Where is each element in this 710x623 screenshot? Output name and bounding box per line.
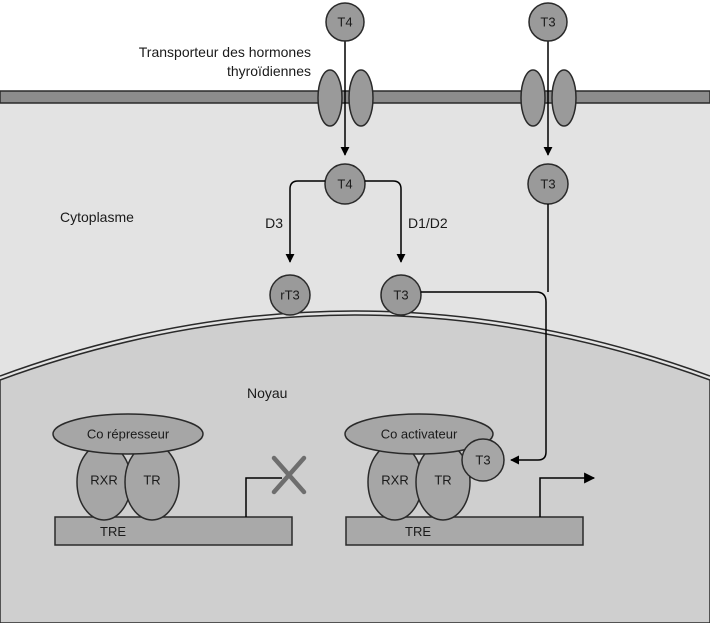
svg-text:T4: T4 bbox=[337, 177, 352, 192]
transporter-label-line2: thyroïdiennes bbox=[227, 63, 311, 79]
arrow-t3-to-nucleus bbox=[421, 291, 547, 465]
svg-text:rT3: rT3 bbox=[280, 288, 300, 303]
nucleus-region bbox=[0, 314, 710, 623]
molecule-t3-bound bbox=[461, 438, 505, 482]
transporter-label-line1: Transporteur des hormones bbox=[139, 44, 311, 60]
label-d3: D3 bbox=[265, 215, 283, 231]
svg-text:T3: T3 bbox=[475, 453, 490, 468]
transcription-start-active bbox=[539, 472, 596, 517]
molecule-t3-cytoplasm: T3 bbox=[527, 163, 569, 205]
molecule-t3-outside: T3 bbox=[528, 2, 568, 42]
complex-repressor: TRE RXR TR Co répresseur bbox=[52, 413, 307, 546]
transcription-start-blocked bbox=[245, 477, 282, 517]
corepressor bbox=[52, 413, 204, 455]
transporter-right bbox=[520, 69, 577, 127]
molecule-t3-converted: T3 bbox=[380, 274, 422, 316]
svg-text:RXR: RXR bbox=[90, 473, 117, 488]
tre-bar-left bbox=[54, 516, 293, 546]
label-cytoplasm: Cytoplasme bbox=[60, 209, 134, 225]
blocked-x-icon bbox=[271, 455, 307, 495]
svg-text:Co activateur: Co activateur bbox=[381, 427, 458, 442]
svg-text:T3: T3 bbox=[393, 288, 408, 303]
tre-label-right: TRE bbox=[405, 524, 431, 539]
arrow-d3 bbox=[285, 180, 325, 263]
svg-text:TR: TR bbox=[434, 473, 451, 488]
svg-text:Co répresseur: Co répresseur bbox=[87, 427, 170, 442]
svg-text:T3: T3 bbox=[540, 15, 555, 30]
label-nucleus: Noyau bbox=[247, 385, 287, 401]
molecule-t4-outside: T4 bbox=[325, 2, 365, 42]
molecule-t4-cytoplasm: T4 bbox=[324, 163, 366, 205]
transporter-left bbox=[317, 69, 374, 127]
nuclear-envelope bbox=[0, 310, 710, 377]
svg-text:T3: T3 bbox=[540, 177, 555, 192]
tre-label-left: TRE bbox=[100, 524, 126, 539]
tre-bar-right bbox=[345, 516, 584, 546]
complex-activator: TRE RXR TR Co activateur T3 bbox=[344, 413, 596, 546]
molecule-rt3: rT3 bbox=[269, 274, 311, 316]
coactivator bbox=[344, 413, 494, 455]
svg-text:TR: TR bbox=[143, 473, 160, 488]
svg-text:T4: T4 bbox=[337, 15, 352, 30]
arrow-d1d2 bbox=[365, 180, 406, 263]
svg-text:RXR: RXR bbox=[381, 473, 408, 488]
label-d1d2: D1/D2 bbox=[408, 215, 448, 231]
